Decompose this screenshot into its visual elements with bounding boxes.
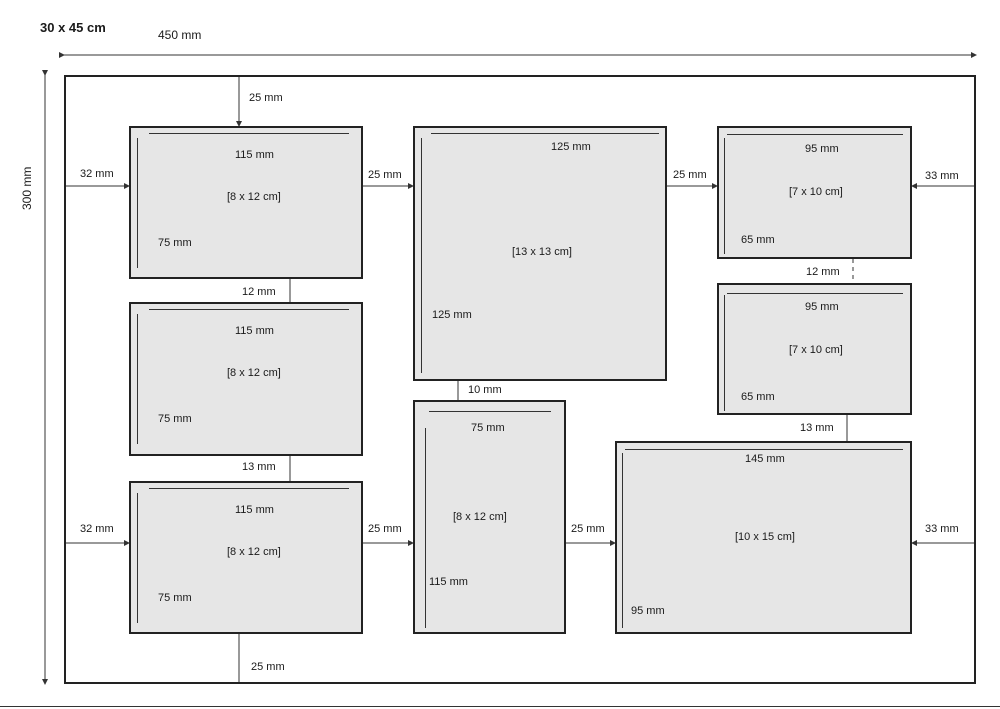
photo-width-label: 75 mm: [471, 422, 505, 434]
gap-left-bottom-label: 32 mm: [80, 523, 114, 535]
photo-size-label: [10 x 15 cm]: [735, 531, 795, 543]
photo-width-label: 95 mm: [805, 143, 839, 155]
gap-right-1-label: 12 mm: [806, 266, 840, 278]
photo-width-label: 115 mm: [235, 504, 274, 516]
outer-frame: [64, 75, 976, 684]
photo-height-label: 95 mm: [631, 605, 665, 617]
gap-left-1-label: 12 mm: [242, 286, 276, 298]
photo-slot-top-right: 95 mm [7 x 10 cm] 65 mm: [717, 126, 912, 259]
photo-height-label: 75 mm: [158, 237, 192, 249]
gap-col23-bottom-label: 25 mm: [571, 523, 605, 535]
photo-slot-bottom-left: 115 mm [8 x 12 cm] 75 mm: [129, 481, 363, 634]
photo-slot-bottom-right: 145 mm [10 x 15 cm] 95 mm: [615, 441, 912, 634]
format-title: 30 x 45 cm: [40, 20, 106, 35]
photo-height-label: 125 mm: [432, 309, 472, 321]
photo-height-label: 65 mm: [741, 234, 775, 246]
photo-slot-bottom-center: 75 mm [8 x 12 cm] 115 mm: [413, 400, 566, 634]
photo-size-label: [13 x 13 cm]: [512, 246, 572, 258]
gap-bottom-label: 25 mm: [251, 661, 285, 673]
photo-height-label: 65 mm: [741, 391, 775, 403]
photo-size-label: [7 x 10 cm]: [789, 344, 843, 356]
gap-col12-top-label: 25 mm: [368, 169, 402, 181]
photo-width-label: 95 mm: [805, 301, 839, 313]
gap-right-top-label: 33 mm: [925, 170, 959, 182]
photo-width-label: 115 mm: [235, 149, 274, 161]
gap-col12-bottom-label: 25 mm: [368, 523, 402, 535]
overall-width-label: 450 mm: [158, 28, 202, 42]
gap-center-label: 10 mm: [468, 384, 502, 396]
photo-width-label: 115 mm: [235, 325, 274, 337]
photo-width-label: 125 mm: [551, 141, 591, 153]
photo-height-label: 75 mm: [158, 592, 192, 604]
photo-height-label: 115 mm: [429, 576, 468, 588]
gap-top-label: 25 mm: [249, 92, 283, 104]
gap-right-2-label: 13 mm: [800, 422, 834, 434]
photo-size-label: [8 x 12 cm]: [227, 546, 281, 558]
photo-slot-middle-right: 95 mm [7 x 10 cm] 65 mm: [717, 283, 912, 415]
photo-size-label: [8 x 12 cm]: [453, 511, 507, 523]
photo-slot-top-left: 115 mm [8 x 12 cm] 75 mm: [129, 126, 363, 279]
gap-left-2-label: 13 mm: [242, 461, 276, 473]
gap-col23-top-label: 25 mm: [673, 169, 707, 181]
photo-size-label: [8 x 12 cm]: [227, 191, 281, 203]
gap-left-top-label: 32 mm: [80, 168, 114, 180]
photo-slot-middle-left: 115 mm [8 x 12 cm] 75 mm: [129, 302, 363, 456]
photo-width-label: 145 mm: [745, 453, 785, 465]
bottom-rule: [0, 706, 1000, 707]
photo-size-label: [8 x 12 cm]: [227, 367, 281, 379]
photo-slot-top-center: 125 mm [13 x 13 cm] 125 mm: [413, 126, 667, 381]
photo-height-label: 75 mm: [158, 413, 192, 425]
photo-size-label: [7 x 10 cm]: [789, 186, 843, 198]
gap-right-bottom-label: 33 mm: [925, 523, 959, 535]
